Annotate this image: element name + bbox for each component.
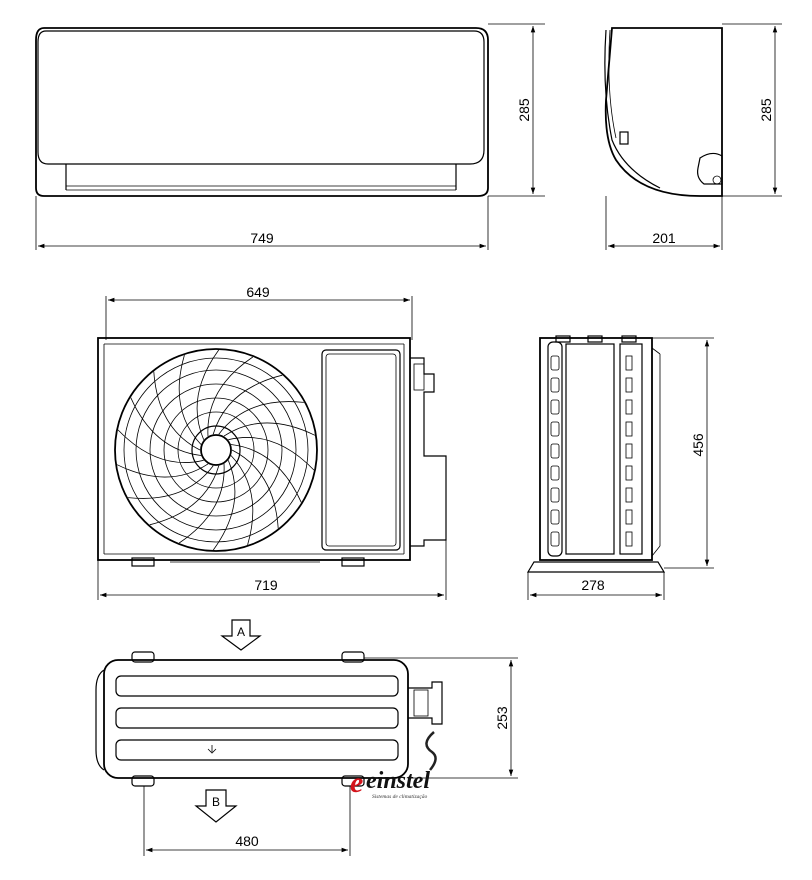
outdoor-unit-front-view — [97, 337, 447, 600]
outdoor-height-value: 456 — [690, 433, 706, 457]
fan-spoke — [218, 401, 304, 435]
airflow-b-label: B — [212, 795, 220, 809]
side-rail-slot — [625, 509, 633, 525]
airflow-arrow-a: A — [220, 619, 262, 651]
outdoor-width-dimension: 719 — [100, 577, 444, 598]
logo-brand: einstel — [366, 768, 430, 794]
outdoor-width-value: 719 — [254, 577, 278, 593]
indoor-side-height-value: 285 — [758, 98, 774, 122]
fan-spoke — [231, 449, 279, 529]
fan-spoke — [117, 429, 204, 463]
indoor-width-dimension: 749 — [38, 230, 486, 249]
indoor-height-value: 285 — [516, 98, 532, 122]
outdoor-plan-depth-value: 253 — [494, 706, 510, 730]
side-vent-slot — [550, 509, 560, 525]
fan-grille — [114, 348, 318, 552]
outdoor-foot-span-value: 480 — [235, 833, 259, 849]
side-vent-slot — [550, 487, 560, 503]
fan-spoke — [128, 465, 214, 499]
airflow-a-label: A — [237, 625, 245, 639]
fan-spoke — [230, 455, 254, 546]
fan-spoke — [230, 444, 302, 503]
outdoor-foot-span-dimension: 480 — [146, 833, 348, 853]
side-vent-slot — [550, 399, 560, 415]
side-vent-slot — [550, 531, 560, 547]
fan-spoke — [207, 356, 254, 437]
fan-spoke — [153, 371, 201, 451]
side-rail-slot — [625, 355, 633, 371]
indoor-depth-dimension: 201 — [608, 230, 720, 249]
fan-spoke — [228, 437, 315, 471]
fan-spoke — [130, 397, 202, 456]
indoor-unit-side-view — [604, 23, 782, 250]
side-rail-slot — [625, 399, 633, 415]
outdoor-depth-value: 278 — [581, 577, 605, 593]
side-rail-slot — [625, 465, 633, 481]
indoor-unit-front-view — [35, 23, 545, 250]
outdoor-unit-plan-view — [95, 651, 518, 856]
fan-spoke — [178, 354, 202, 445]
side-rail-slot — [625, 487, 633, 503]
fan-spoke — [196, 349, 220, 440]
logo-e-mark: e — [350, 766, 363, 799]
side-rail-slot — [625, 531, 633, 547]
outdoor-unit-side-view — [526, 335, 714, 600]
side-vent-slot — [550, 355, 560, 371]
logo-tagline: Sistemas de climatização — [372, 794, 428, 800]
fan-spoke — [212, 374, 283, 435]
indoor-depth-value: 201 — [652, 230, 676, 246]
side-vent-slot — [550, 443, 560, 459]
outdoor-plan-depth-dimension: 253 — [494, 660, 514, 776]
outdoor-top-width-value: 649 — [246, 284, 270, 300]
fan-spoke — [178, 463, 225, 544]
einstel-logo: e einstel Sistemas de climatização — [350, 731, 437, 800]
outdoor-height-dimension: 456 — [690, 340, 710, 566]
fan-spoke — [149, 465, 220, 526]
side-rail-slot — [625, 377, 633, 393]
indoor-side-height-dimension: 285 — [758, 25, 778, 194]
indoor-width-value: 749 — [250, 230, 274, 246]
side-rail-slot — [625, 421, 633, 437]
side-vent-slot — [550, 377, 560, 393]
side-rail-slot — [625, 443, 633, 459]
fan-spoke — [116, 463, 209, 478]
airflow-arrow-b: B — [194, 789, 238, 823]
outdoor-depth-dimension: 278 — [530, 577, 662, 598]
indoor-height-dimension: 285 — [516, 25, 536, 194]
outdoor-top-width-dimension: 649 — [105, 284, 413, 340]
side-vent-slot — [550, 421, 560, 437]
fan-spoke — [223, 422, 316, 437]
fan-spoke — [212, 460, 236, 551]
side-vent-slot — [550, 465, 560, 481]
